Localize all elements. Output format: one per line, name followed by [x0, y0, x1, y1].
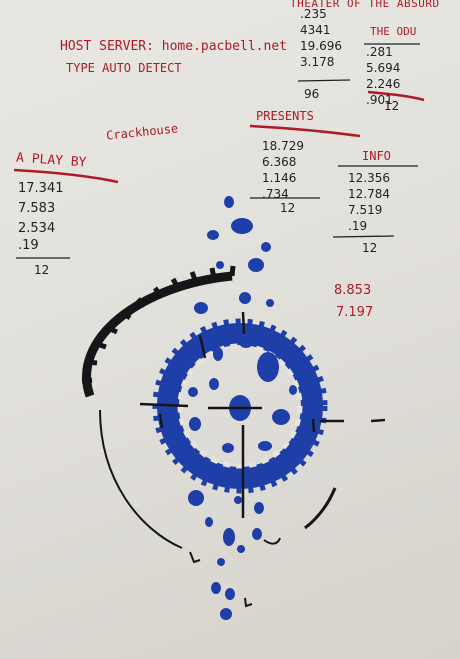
- number-value: 5.694: [366, 61, 401, 75]
- black-underlines: [16, 43, 420, 259]
- column-top-left: .235 4341 19.696 3.178: [300, 8, 342, 72]
- number-value: .901: [366, 93, 393, 107]
- black-gear-teeth: [81, 265, 236, 384]
- number-value: 7.519: [348, 203, 383, 217]
- extra-number: 8.853: [334, 283, 372, 298]
- number-value: 6.368: [262, 155, 297, 169]
- column-presents-total: 12: [280, 201, 296, 215]
- number-value: 17.341: [18, 181, 64, 196]
- column-info: 12.356 12.784 7.519 .19: [348, 172, 390, 236]
- top-heading: THEATER OF THE ABSURD: [290, 0, 440, 10]
- number-value: .19: [348, 219, 368, 233]
- column-info-total: 12: [362, 241, 378, 255]
- number-value: 18.729: [262, 139, 304, 153]
- number-value: 1.146: [262, 171, 297, 185]
- presents-heading: PRESENTS: [256, 109, 314, 123]
- black-gear-arc: [82, 271, 233, 398]
- number-value: .734: [262, 187, 289, 201]
- number-value: 4341: [300, 23, 331, 37]
- red-underlines: [13, 90, 425, 184]
- number-value: 12.356: [348, 171, 390, 185]
- number-value: 2.534: [18, 221, 56, 236]
- black-thin-arc: [99, 409, 183, 549]
- number-value: 2.246: [366, 77, 401, 91]
- extra-number: 7.197: [336, 305, 374, 320]
- column-odu: .281 5.694 2.246 .901: [366, 46, 400, 110]
- column-odu-total: 12: [384, 99, 400, 113]
- column-presents: 18.729 6.368 1.146 .734: [262, 140, 304, 204]
- column-play-by: 17.341 7.583 2.534 .19: [18, 182, 64, 256]
- crosshair-lines: [139, 311, 386, 518]
- number-value: 3.178: [300, 55, 335, 69]
- type-line: TYPE AUTO DETECT: [66, 61, 182, 75]
- number-value: 19.696: [300, 39, 342, 53]
- number-value: .235: [300, 7, 327, 21]
- info-heading: INFO: [362, 149, 391, 163]
- column-top-left-total: 96: [304, 87, 320, 101]
- number-value: .281: [366, 45, 393, 59]
- number-value: 12.784: [348, 187, 390, 201]
- odu-heading: THE ODU: [370, 25, 417, 38]
- number-value: .19: [18, 238, 39, 253]
- blue-dots: [188, 196, 297, 620]
- column-play-by-total: 12: [34, 263, 50, 277]
- number-value: 7.583: [18, 201, 56, 216]
- host-server-line: HOST SERVER: home.pacbell.net: [60, 39, 287, 54]
- black-right-arc: [304, 487, 337, 530]
